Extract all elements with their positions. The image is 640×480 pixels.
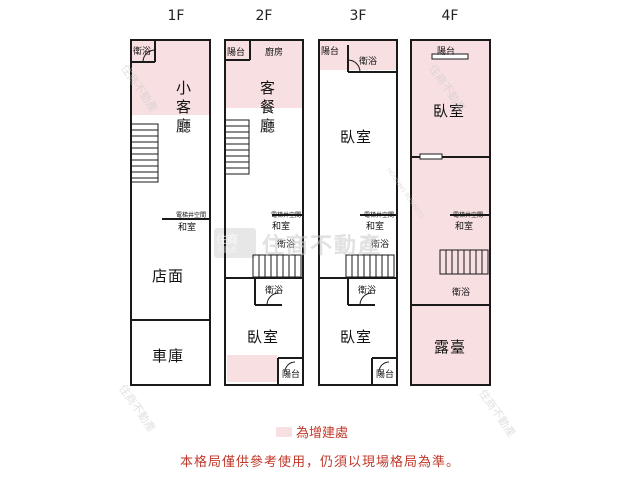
floor-3f-walls [318, 39, 398, 386]
f2-bath-label: 衛浴 [265, 286, 284, 296]
f1-stair-note: 電梯井空間 [176, 212, 207, 219]
f2-kitchen-label: 廚房 [265, 48, 284, 58]
f2-living-dining-label: 客餐廳 [258, 80, 276, 137]
f1-bath-label: 衛浴 [133, 47, 152, 57]
floor-1f-walls [130, 39, 211, 386]
f4-bath-label: 衛浴 [452, 288, 471, 298]
f1-japanese-room-label: 和室 [178, 223, 197, 233]
f3-bottom-bedroom-label: 臥室 [340, 328, 373, 346]
f4-japanese-room-label: 和室 [455, 222, 474, 232]
floor-3f-door-swings [347, 59, 390, 373]
floor-2f-door-swings [266, 292, 296, 373]
f3-small-bath-label: 衛浴 [371, 240, 390, 250]
addition-areas [131, 40, 490, 385]
floor-4f-windows [419, 53, 469, 160]
f4-balcony-label: 陽台 [437, 47, 456, 57]
f2-japanese-room-label: 和室 [272, 222, 291, 232]
floor-label-4f: 4F [441, 8, 459, 24]
floor-label-2f: 2F [255, 8, 273, 24]
f4-terrace-label: 露臺 [434, 338, 467, 356]
legend-swatch [276, 426, 292, 437]
disclaimer-note: 本格局僅供參考使用，仍須以現場格局為準。 [179, 455, 460, 470]
f2-balcony-label: 陽台 [227, 48, 246, 58]
watermark-logo-bottom: 不動產 [216, 246, 237, 254]
floor-4f-stairs [439, 249, 489, 275]
f3-top-bedroom-label: 臥室 [340, 128, 373, 146]
f3-stair-note: 電梯井空間 [364, 212, 395, 219]
legend-text: 為增建處 [296, 426, 349, 441]
floor-3f-stairs [345, 254, 395, 278]
f3-top-bath-label: 衛浴 [359, 57, 378, 67]
floor-2f-walls [224, 39, 304, 386]
floor-1f-stairs [130, 123, 159, 183]
watermark-brand: 住商不動產 [262, 234, 383, 259]
f1-shop-label: 店面 [152, 267, 185, 285]
floor-1f-door-swing [142, 49, 156, 63]
f3-balcony-bottom-label: 陽台 [376, 370, 395, 380]
f2-small-bath-label: 衛浴 [277, 240, 296, 250]
watermark-logo-top: 住商 [216, 233, 238, 246]
f4-stair-note: 電梯井空間 [453, 212, 484, 219]
f1-small-living-label: 小客廳 [174, 80, 192, 137]
f3-bath-label: 衛浴 [358, 286, 377, 296]
floor-label-3f: 3F [349, 8, 367, 24]
f2-balcony-bottom-label: 陽台 [282, 370, 301, 380]
f2-bedroom-label: 臥室 [247, 328, 280, 346]
f3-japanese-room-label: 和室 [366, 222, 385, 232]
f2-stair-note: 電梯井空間 [271, 212, 302, 219]
f3-balcony-label: 陽台 [321, 47, 340, 57]
floor-label-1f: 1F [167, 8, 185, 24]
f4-bedroom-label: 臥室 [433, 102, 466, 120]
f1-garage-label: 車庫 [152, 347, 185, 365]
legend: 為增建處 [276, 422, 348, 441]
floor-2f-stairs [224, 119, 302, 278]
